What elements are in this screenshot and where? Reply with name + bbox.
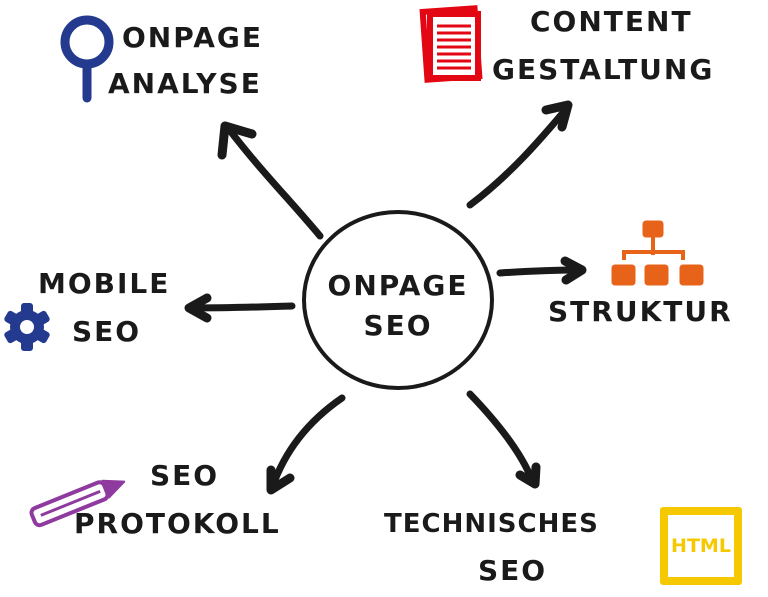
arrow-to-struktur — [496, 256, 587, 285]
content-gestaltung-line1: CONTENT — [530, 5, 693, 38]
center-label-line2: SEO — [363, 309, 433, 342]
arrow-to-technisches-seo — [466, 390, 541, 489]
center-label-line1: ONPAGE — [327, 269, 469, 302]
mobile-seo-line2: SEO — [72, 315, 142, 348]
node-seo-protokoll-2: PROTOKOLL — [74, 510, 281, 538]
onpage-analyse-line1: ONPAGE — [122, 21, 263, 54]
technisches-seo-line2: SEO — [478, 554, 548, 587]
arrow-to-content-gestaltung — [466, 100, 573, 209]
node-onpage-analyse: ONPAGE — [122, 24, 263, 52]
center-label: ONPAGE SEO — [318, 272, 478, 340]
seo-protokoll-line1: SEO — [150, 459, 220, 492]
node-mobile-seo: MOBILE — [38, 270, 170, 298]
seo-protokoll-line2: PROTOKOLL — [74, 507, 281, 540]
technisches-seo-line1: TECHNISCHES — [384, 509, 599, 539]
arrow-to-onpage-analyse — [217, 121, 324, 240]
center-circle — [302, 210, 494, 390]
mobile-seo-line1: MOBILE — [38, 267, 171, 300]
node-struktur: STRUKTUR — [548, 298, 733, 326]
arrow-to-mobile-seo — [184, 293, 296, 323]
node-content-gestaltung: CONTENT — [530, 8, 693, 36]
content-gestaltung-line2: GESTALTUNG — [492, 53, 715, 86]
node-mobile-seo-2: SEO — [72, 318, 141, 346]
node-seo-protokoll: SEO — [150, 462, 219, 490]
node-onpage-analyse-2: ANALYSE — [108, 70, 262, 98]
html-icon: HTML — [660, 507, 742, 585]
arrow-to-seo-protokoll — [266, 394, 346, 495]
html-icon-text: HTML — [671, 535, 731, 557]
onpage-analyse-line2: ANALYSE — [108, 67, 262, 100]
struktur-line1: STRUKTUR — [548, 295, 733, 328]
node-technisches-seo: TECHNISCHES — [384, 511, 599, 537]
node-content-gestaltung-2: GESTALTUNG — [492, 56, 714, 84]
node-technisches-seo-2: SEO — [478, 557, 547, 585]
